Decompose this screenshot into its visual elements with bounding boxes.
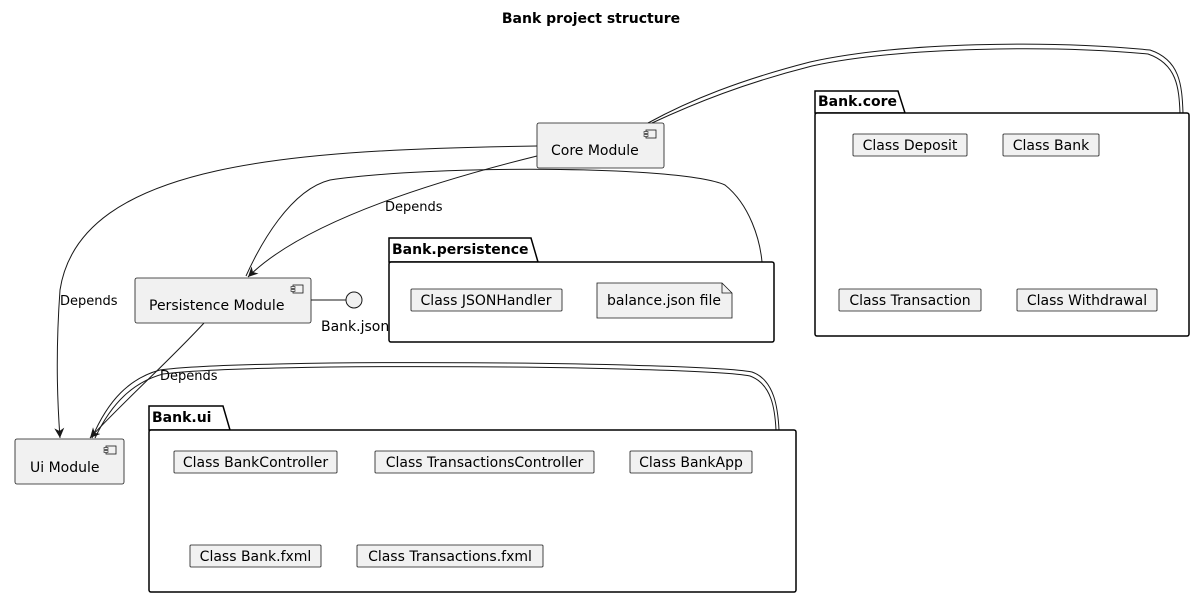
- file-note-balance-json: balance.json file: [596, 282, 733, 319]
- edge-core-to-ui: [54, 145, 538, 439]
- edge-package-persistence-link: [245, 168, 763, 277]
- edge-label-core-to-ui: Depends: [60, 294, 118, 309]
- edge-package-core-link-1: [647, 43, 1184, 124]
- class-transaction: Class Transaction: [849, 293, 970, 309]
- edge-core-to-persistence: [247, 155, 538, 278]
- component-ui-label: Ui Module: [30, 460, 100, 476]
- class-bank: Class Bank: [1013, 138, 1090, 154]
- class-transactionscontroller: Class TransactionsController: [386, 455, 584, 471]
- component-core-module: Core Module: [536, 122, 665, 169]
- edge-package-core-link-2: [651, 48, 1181, 124]
- diagram-title: Bank project structure: [502, 11, 680, 27]
- class-bankcontroller: Class BankController: [183, 455, 329, 471]
- class-bankapp: Class BankApp: [639, 455, 743, 471]
- package-ui-name: Bank.ui: [152, 410, 211, 426]
- package-bank-persistence: Bank.persistence Class JSONHandler balan…: [388, 237, 775, 343]
- edge-package-ui-link-2: [94, 366, 777, 439]
- component-persistence-module: Persistence Module: [134, 277, 312, 324]
- file-note-label: balance.json file: [607, 293, 721, 309]
- class-bank-fxml: Class Bank.fxml: [200, 549, 312, 565]
- interface-label: Bank.json: [321, 319, 389, 335]
- package-persistence-name: Bank.persistence: [392, 242, 529, 258]
- interface-circle: [345, 291, 363, 309]
- package-bank-ui: Bank.ui Class BankController Class Trans…: [148, 405, 797, 593]
- class-jsonhandler: Class JSONHandler: [421, 293, 552, 309]
- component-persistence-label: Persistence Module: [149, 298, 284, 314]
- component-ui-module: Ui Module: [14, 438, 125, 485]
- package-core-name: Bank.core: [818, 94, 897, 110]
- component-core-label: Core Module: [551, 143, 639, 159]
- class-deposit: Class Deposit: [863, 138, 958, 154]
- edge-label-core-to-persistence: Depends: [385, 200, 443, 215]
- edge-package-ui-link-1: [91, 362, 780, 439]
- class-transactions-fxml: Class Transactions.fxml: [368, 549, 532, 565]
- package-bank-core: Bank.core Class Deposit Class Bank Class…: [814, 90, 1190, 337]
- class-withdrawal: Class Withdrawal: [1027, 293, 1147, 309]
